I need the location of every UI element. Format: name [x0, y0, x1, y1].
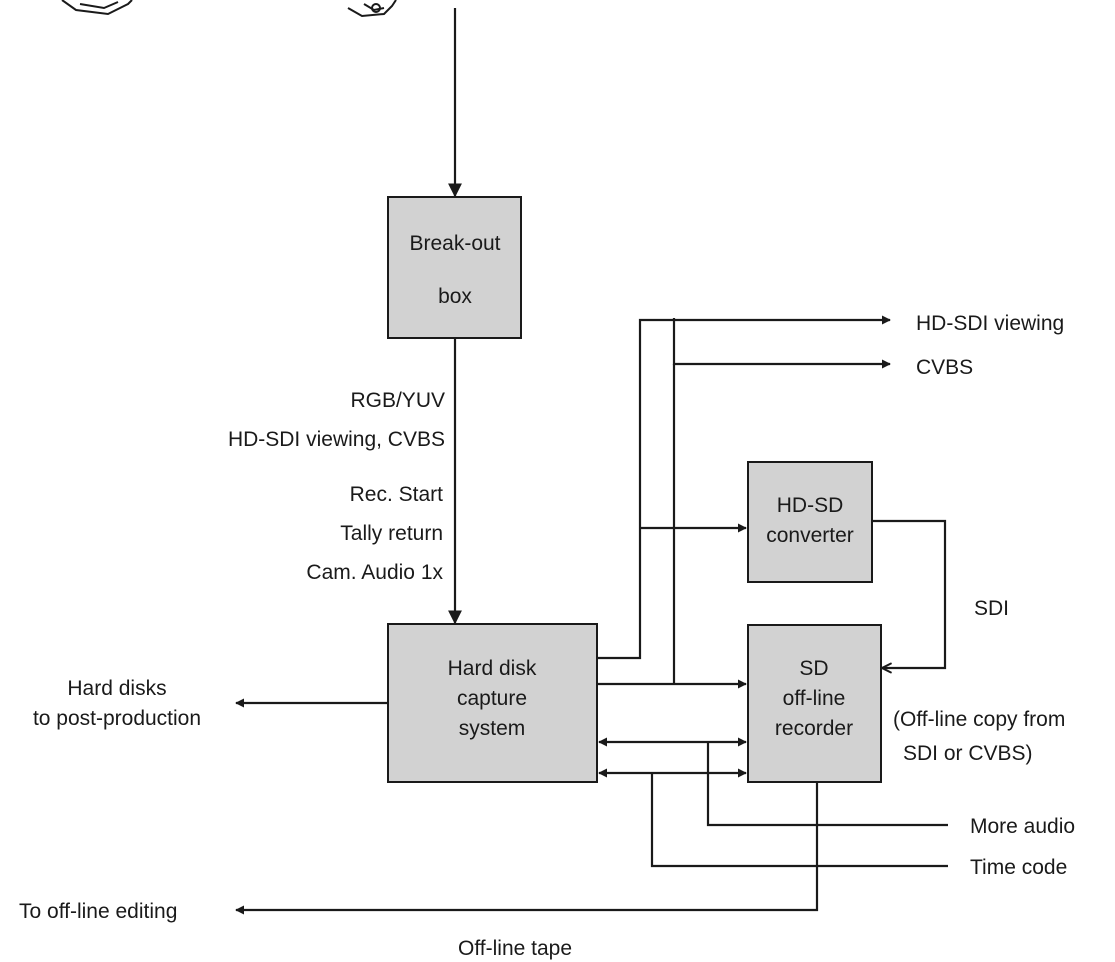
sd-recorder-box: SD off-line recorder: [748, 625, 881, 782]
converter-label-2: converter: [766, 524, 854, 547]
recorder-label-2: off-line: [783, 687, 846, 710]
hard-disks-label-2: to post-production: [33, 707, 201, 730]
offline-copy-label-1: (Off-line copy from: [893, 708, 1065, 731]
sdi-label: SDI: [974, 597, 1009, 620]
breakout-box: Break-out box: [388, 197, 521, 338]
hd-sd-converter-box: HD-SD converter: [748, 462, 872, 582]
capture-system-box: Hard disk capture system: [388, 624, 597, 782]
hard-disks-label-1: Hard disks: [67, 677, 166, 700]
signal-labels: RGB/YUV HD-SDI viewing, CVBS Rec. Start …: [228, 389, 445, 584]
breakout-box-label-2: box: [438, 285, 472, 308]
breakout-box-label-1: Break-out: [409, 232, 500, 255]
capture-system-label-2: capture: [457, 687, 527, 710]
time-code-label: Time code: [970, 856, 1067, 879]
offline-tape-line: [236, 782, 817, 910]
time-code-line: [652, 773, 948, 866]
signal-label: RGB/YUV: [350, 389, 445, 412]
monitor-icon: [62, 0, 132, 14]
offline-tape-label: Off-line tape: [458, 937, 572, 960]
hd-sdi-viewing-label: HD-SDI viewing: [916, 312, 1064, 335]
converter-label-1: HD-SD: [777, 494, 844, 517]
to-offline-editing-label: To off-line editing: [19, 900, 177, 923]
offline-copy-label-2: SDI or CVBS): [903, 742, 1033, 765]
camera-icon: [348, 0, 396, 16]
sdi-line: [872, 521, 945, 668]
recorder-label-3: recorder: [775, 717, 853, 740]
signal-label: Cam. Audio 1x: [306, 561, 443, 584]
recorder-label-1: SD: [799, 657, 828, 680]
signal-label: HD-SDI viewing, CVBS: [228, 428, 445, 451]
capture-system-label-1: Hard disk: [448, 657, 537, 680]
signal-label: Rec. Start: [350, 483, 444, 506]
more-audio-label: More audio: [970, 815, 1075, 838]
cvbs-label: CVBS: [916, 356, 973, 379]
cvbs-line: [674, 318, 890, 364]
capture-system-label-3: system: [459, 717, 526, 740]
signal-label: Tally return: [340, 522, 443, 545]
